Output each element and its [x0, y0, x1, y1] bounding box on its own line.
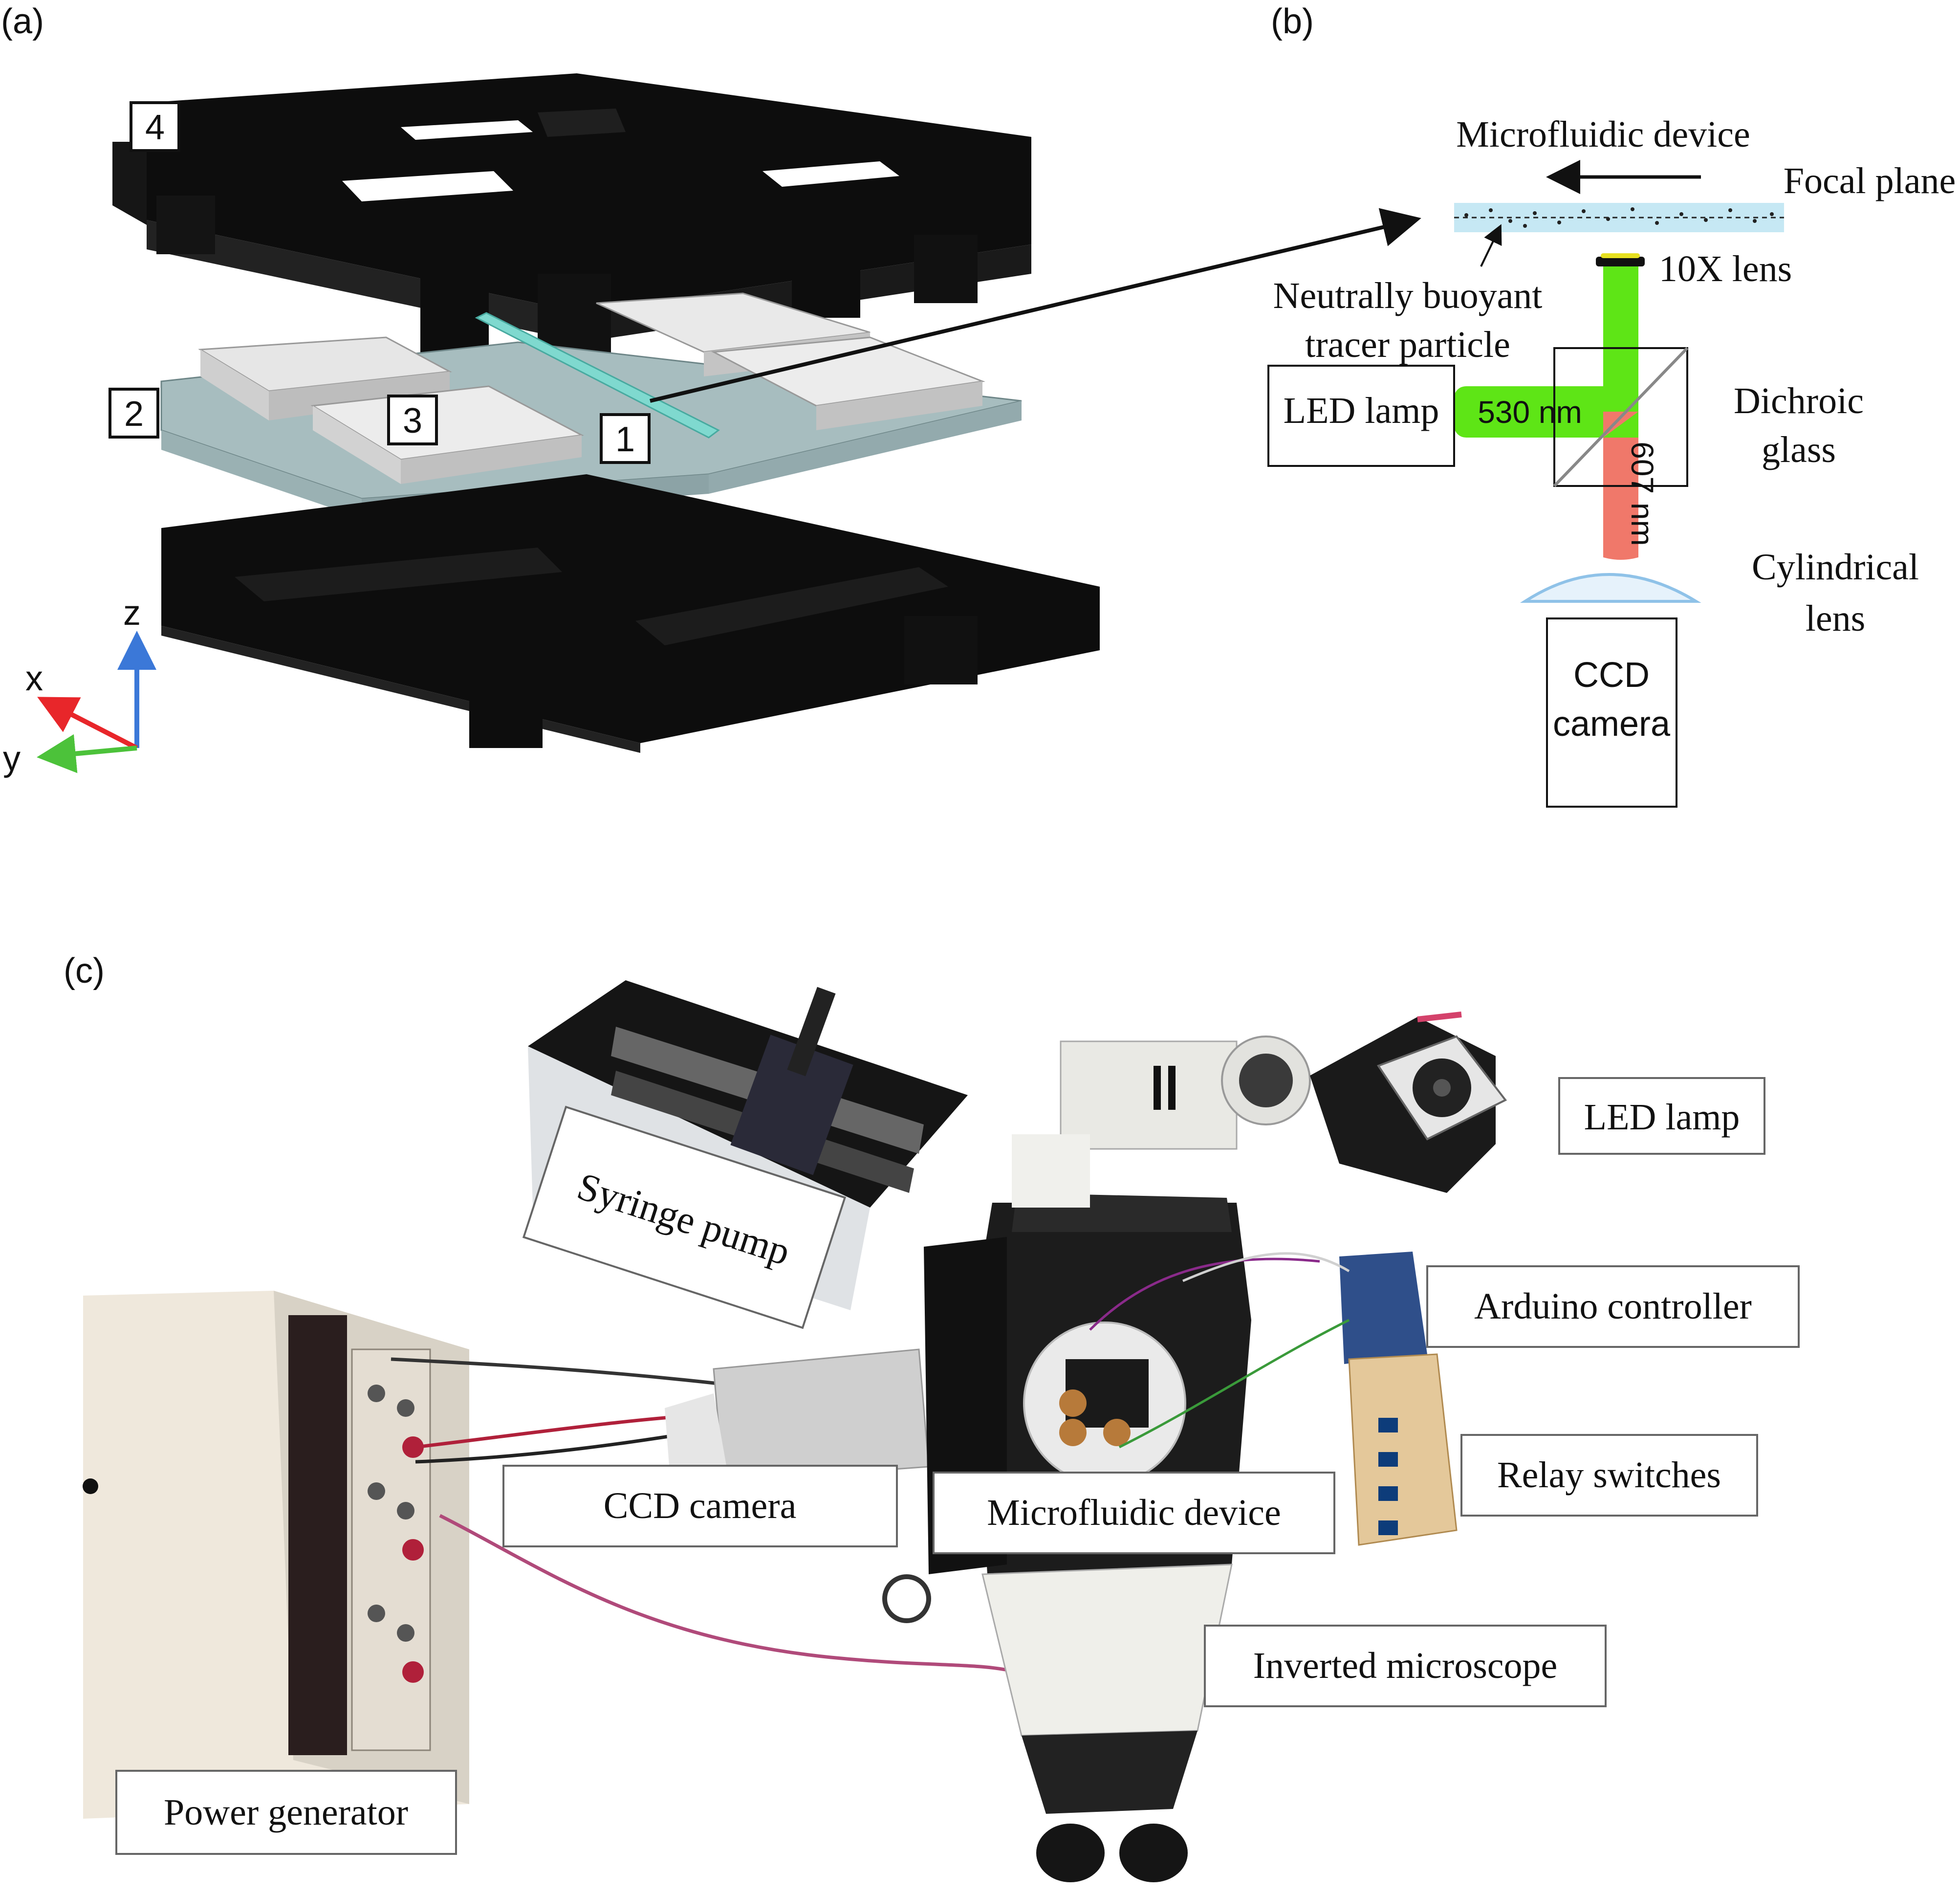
bottom-holder-block	[161, 474, 1100, 753]
panel-a: (a) 4	[1, 2, 1421, 778]
dichroic-cube	[1553, 347, 1689, 487]
part-label-3: 3	[387, 395, 438, 445]
cylindrical-lens	[1520, 573, 1701, 603]
svg-text:Microfluidic device: Microfluidic device	[987, 1492, 1281, 1533]
svg-text:3: 3	[403, 401, 422, 440]
stage-wires	[1089, 1252, 1350, 1449]
panel-b: (b) Microfluidic device Focal plane Neut…	[1267, 2, 1956, 808]
panel-c: (c)	[64, 951, 1800, 1882]
objective-lens-10x	[1596, 253, 1645, 266]
ccd-camera-device	[665, 1348, 930, 1482]
cyl-label-line2: lens	[1806, 598, 1865, 639]
svg-text:CCD camera: CCD camera	[604, 1485, 797, 1526]
focal-plane-label: Focal plane	[1784, 160, 1956, 201]
chip-assembly	[160, 292, 1022, 518]
led-lamp-label-b: LED lamp	[1284, 390, 1439, 431]
dichroic-label-line2: glass	[1762, 429, 1836, 470]
ccd-label-line1: CCD	[1573, 656, 1650, 695]
label-relay-switches: Relay switches	[1460, 1434, 1758, 1517]
part-label-1: 1	[600, 413, 651, 464]
power-generator-device	[83, 1291, 469, 1819]
tracer-label-line2: tracer particle	[1305, 324, 1510, 365]
label-syringe-pump: Syringe pump	[522, 1105, 847, 1329]
lens10x-label: 10X lens	[1659, 248, 1792, 289]
svg-text:4: 4	[145, 108, 165, 147]
svg-text:Inverted microscope: Inverted microscope	[1253, 1645, 1558, 1686]
focal-plane-channel	[1454, 203, 1784, 232]
svg-text:Power generator: Power generator	[164, 1792, 408, 1833]
x-axis-label: x	[25, 659, 43, 698]
label-led-lamp: LED lamp	[1558, 1077, 1765, 1155]
y-axis-label: y	[3, 739, 21, 778]
microfluidic-device-title: Microfluidic device	[1456, 114, 1750, 155]
y-axis-arrow	[37, 734, 137, 773]
label-microfluidic-device: Microfluidic device	[933, 1472, 1335, 1554]
cyl-label-line1: Cylindrical	[1752, 547, 1919, 588]
led-lamp-box	[1267, 365, 1455, 467]
arduino-relay-boards	[1339, 1252, 1458, 1546]
wavelength-red: 607 nm	[1625, 441, 1660, 546]
top-holder-block	[112, 73, 1031, 362]
panel-a-label: (a)	[1, 2, 44, 41]
panel-c-label: (c)	[64, 951, 105, 991]
zoom-arrow	[650, 208, 1421, 403]
svg-text:Arduino controller: Arduino controller	[1474, 1286, 1752, 1327]
part-label-4: 4	[130, 101, 180, 152]
svg-text:2: 2	[124, 395, 144, 434]
label-inverted-microscope: Inverted microscope	[1204, 1625, 1607, 1707]
dichroic-label-line1: Dichroic	[1734, 380, 1864, 421]
svg-text:LED lamp: LED lamp	[1584, 1097, 1740, 1138]
x-axis-arrow	[37, 697, 138, 750]
led-lamp-device	[1310, 1012, 1507, 1193]
label-arduino-controller: Arduino controller	[1426, 1265, 1800, 1348]
tracer-label-line1: Neutrally buoyant	[1273, 275, 1543, 316]
label-power-generator: Power generator	[115, 1770, 457, 1855]
tracer-pointer	[1480, 224, 1502, 267]
wavelength-green: 530 nm	[1478, 395, 1582, 430]
z-axis-label: z	[123, 594, 141, 633]
svg-text:1: 1	[615, 420, 635, 459]
inverted-microscope-device	[882, 1035, 1311, 1882]
panel-b-label: (b)	[1271, 2, 1314, 41]
part-label-2: 2	[109, 388, 159, 439]
label-ccd-camera: CCD camera	[502, 1465, 898, 1547]
axis-triad: z x y	[3, 594, 156, 778]
green-beam-horizontal	[1452, 386, 1638, 438]
ccd-camera-box	[1546, 617, 1677, 808]
ccd-label-line2: camera	[1553, 705, 1671, 744]
svg-text:Relay switches: Relay switches	[1497, 1454, 1721, 1496]
